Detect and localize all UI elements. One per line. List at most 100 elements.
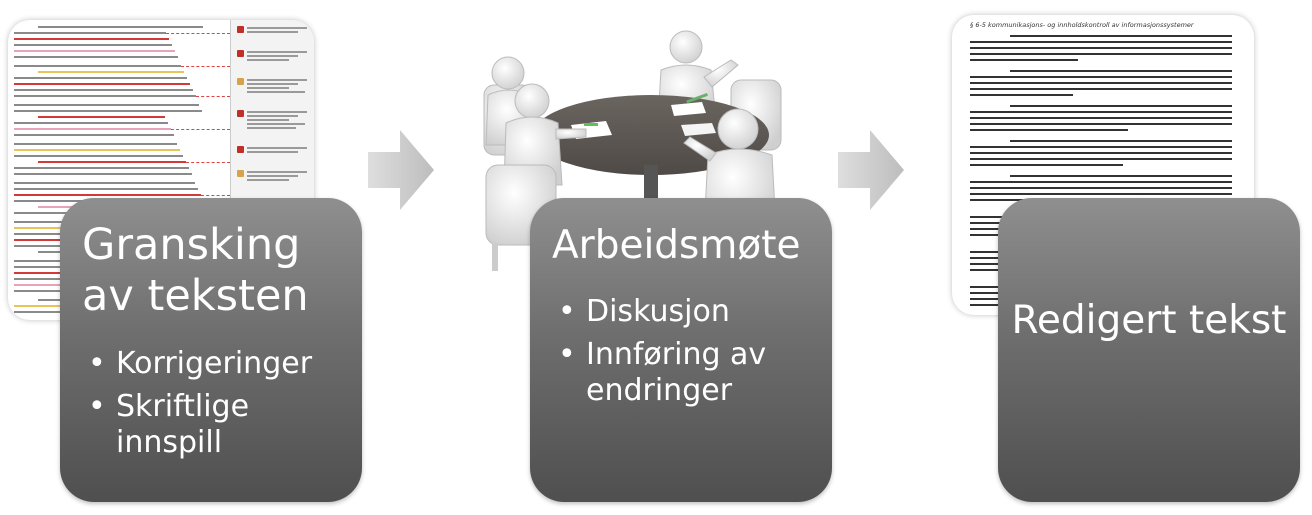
text-line — [14, 155, 183, 157]
avatar-icon — [237, 78, 244, 85]
text-line — [38, 161, 186, 163]
text-line — [14, 89, 193, 91]
comment-text-line — [247, 83, 298, 85]
text-line — [14, 149, 180, 151]
step-box-meeting: Arbeidsmøte •Diskusjon •Innføring av end… — [530, 198, 832, 502]
bullet-list: •Diskusjon •Innføring av endringer — [556, 294, 816, 416]
avatar-icon — [237, 170, 244, 177]
comment-text-line — [247, 111, 307, 113]
bullet-item: •Innføring av endringer — [558, 337, 767, 408]
text-line — [14, 182, 195, 184]
comment-text-line — [247, 87, 289, 89]
text-line — [970, 164, 1123, 166]
comment-text-line — [247, 127, 296, 129]
arrow-right-icon — [838, 130, 904, 210]
avatar-icon — [237, 26, 244, 33]
text-line — [14, 143, 177, 145]
step-box-review: Gransking av teksten •Korrigeringer •Skr… — [60, 198, 362, 502]
bullet-icon: • — [558, 294, 576, 329]
comment-text-line — [247, 31, 298, 33]
bullet-list: •Korrigeringer •Skriftlige innspill — [86, 346, 346, 468]
text-line — [38, 26, 203, 28]
text-line — [1010, 175, 1232, 177]
step-title: Redigert tekst — [1011, 298, 1287, 343]
comment-text-line — [247, 123, 305, 125]
text-line — [14, 32, 166, 34]
step-box-edited: Redigert tekst — [998, 198, 1300, 502]
text-line — [38, 71, 184, 73]
text-line — [38, 116, 165, 118]
comment-text-line — [247, 27, 307, 29]
text-line — [970, 158, 1232, 160]
step-title: Arbeidsmøte — [552, 223, 801, 268]
arrow-right-icon — [368, 130, 434, 210]
bullet-icon: • — [88, 389, 106, 424]
text-line — [970, 129, 1128, 131]
comment-text-line — [247, 51, 307, 53]
text-line — [970, 94, 1073, 96]
text-line — [970, 193, 1232, 195]
bullet-icon: • — [558, 337, 576, 372]
comment-leader-line — [201, 195, 230, 197]
text-line — [14, 173, 192, 175]
text-line — [14, 194, 201, 196]
bullet-icon: • — [88, 346, 106, 381]
comment-leader-line — [171, 129, 230, 131]
text-line — [14, 104, 199, 106]
avatar-icon — [237, 146, 244, 153]
comment-text-line — [247, 59, 289, 61]
text-line — [14, 95, 196, 97]
text-line — [970, 187, 1232, 189]
text-line — [970, 41, 1232, 43]
text-line — [14, 134, 174, 136]
text-line — [970, 59, 1078, 61]
text-line — [1010, 105, 1232, 107]
text-line — [970, 123, 1232, 125]
avatar-icon — [237, 110, 244, 117]
text-line — [14, 122, 168, 124]
text-line — [970, 181, 1232, 183]
text-line — [970, 53, 1232, 55]
text-line — [14, 167, 189, 169]
text-line — [14, 44, 172, 46]
text-line — [1010, 70, 1232, 72]
avatar-icon — [237, 50, 244, 57]
comment-text-line — [247, 175, 298, 177]
comment-text-line — [247, 151, 298, 153]
comment-text-line — [247, 91, 305, 93]
text-line — [14, 50, 175, 52]
text-line — [970, 82, 1232, 84]
text-line — [14, 77, 187, 79]
comment-leader-line — [166, 33, 230, 35]
text-line — [1010, 140, 1232, 142]
bullet-item: •Diskusjon — [558, 294, 730, 329]
meeting-illustration — [483, 30, 789, 271]
text-line — [970, 152, 1232, 154]
text-line — [970, 111, 1232, 113]
comment-leader-line — [186, 162, 230, 164]
comment-text-line — [247, 147, 307, 149]
text-line — [14, 65, 181, 67]
text-line — [970, 117, 1232, 119]
comment-text-line — [247, 79, 307, 81]
comment-text-line — [247, 171, 307, 173]
text-line — [14, 56, 178, 58]
text-line — [1010, 35, 1232, 37]
comment-leader-line — [181, 66, 230, 68]
step-title: Gransking av teksten — [82, 220, 309, 321]
text-line — [14, 110, 202, 112]
bullet-item: •Korrigeringer — [88, 346, 313, 381]
comment-text-line — [247, 55, 298, 57]
text-line — [14, 83, 190, 85]
text-line — [14, 128, 171, 130]
text-line — [970, 47, 1232, 49]
comment-text-line — [247, 179, 289, 181]
text-line — [14, 38, 169, 40]
edited-document-heading: § 6-5 kommunikasjons- og innholdskontrol… — [970, 21, 1194, 29]
comment-text-line — [247, 119, 289, 121]
comment-text-line — [247, 115, 298, 117]
text-line — [14, 188, 198, 190]
comment-leader-line — [196, 96, 230, 98]
text-line — [970, 146, 1232, 148]
text-line — [970, 88, 1232, 90]
